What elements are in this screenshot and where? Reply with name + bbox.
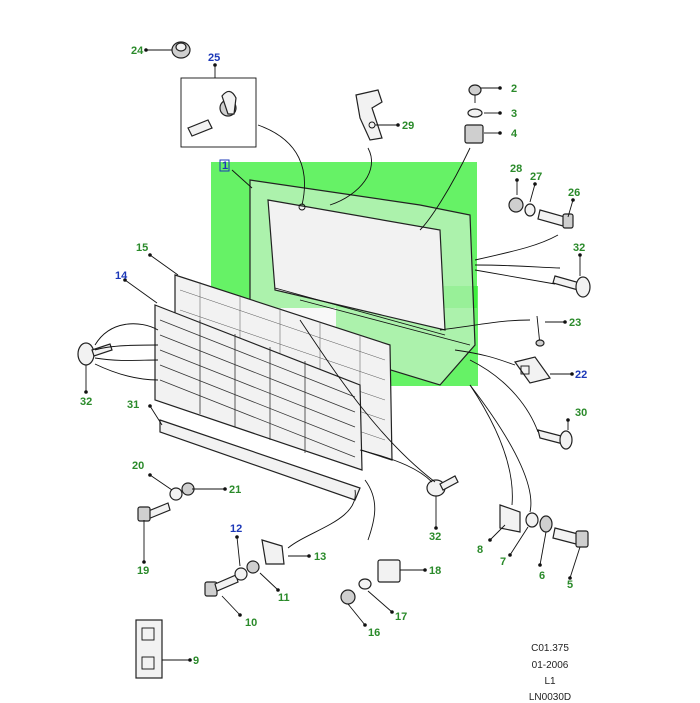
callout-17[interactable]: 17	[395, 611, 407, 623]
push-rivet-left[interactable]	[77, 342, 113, 366]
callout-15[interactable]: 15	[136, 242, 148, 254]
callout-13[interactable]: 13	[314, 551, 326, 563]
callout-3[interactable]: 3	[511, 108, 517, 120]
callout-9[interactable]: 9	[193, 655, 199, 667]
callout-18[interactable]: 18	[429, 565, 441, 577]
callout-19[interactable]: 19	[137, 565, 149, 577]
leader-dots	[84, 48, 582, 662]
lower-trim-strip[interactable]	[159, 419, 361, 501]
callout-24[interactable]: 24	[131, 45, 144, 57]
callout-6[interactable]: 6	[539, 570, 545, 582]
callout-22[interactable]: 22	[575, 369, 587, 381]
callout-29[interactable]: 29	[402, 120, 414, 132]
callout-20[interactable]: 20	[132, 460, 144, 472]
callout-16[interactable]: 16	[368, 627, 380, 639]
callout-21[interactable]: 21	[229, 484, 241, 496]
bolt-clip-center[interactable]	[204, 539, 285, 597]
lock-kit-box[interactable]	[180, 77, 257, 148]
callout-1-box	[219, 159, 230, 172]
callout-28[interactable]: 28	[510, 163, 522, 175]
callout-32-lower[interactable]: 32	[429, 531, 441, 543]
screw-washer-nut-center[interactable]	[340, 559, 401, 605]
callout-10[interactable]: 10	[245, 617, 257, 629]
callout-27[interactable]: 27	[530, 171, 542, 183]
screw-washer-clip-stack[interactable]	[464, 84, 484, 144]
grommet[interactable]	[171, 41, 191, 59]
stud-pin[interactable]	[537, 429, 573, 450]
callout-31[interactable]: 31	[127, 399, 139, 411]
mounting-bracket[interactable]	[513, 356, 552, 384]
bolt-washer-nut-right[interactable]	[508, 197, 574, 229]
callout-32-left[interactable]: 32	[80, 396, 92, 408]
leader-lines	[85, 49, 581, 661]
callout-25[interactable]: 25	[208, 52, 220, 64]
push-rivet-upper[interactable]	[552, 275, 591, 298]
callout-32-right[interactable]: 32	[573, 242, 585, 254]
reference-code: C01.375	[531, 643, 569, 654]
callout-12[interactable]: 12	[230, 523, 242, 535]
callout-26[interactable]: 26	[568, 187, 580, 199]
grille-support-panel[interactable]	[249, 179, 476, 386]
louvered-grille[interactable]	[154, 304, 363, 471]
callout-4[interactable]: 4	[511, 128, 518, 140]
callout-1[interactable]: 1	[222, 160, 228, 172]
callout-7[interactable]: 7	[500, 556, 506, 568]
spacer-plate[interactable]	[135, 619, 163, 679]
callout-14[interactable]: 14	[115, 270, 128, 282]
callout-2[interactable]: 2	[511, 83, 517, 95]
reference-drawing: LN0030D	[528, 692, 572, 703]
reference-level: L1	[544, 676, 556, 687]
latch-bracket[interactable]	[355, 89, 383, 141]
callout-11[interactable]: 11	[278, 592, 290, 604]
rivet[interactable]	[535, 315, 545, 347]
callout-labels: 1 2 3 4 5 6 7 8 9 10 11 12 13 14 15 16 1…	[80, 45, 587, 667]
callout-30[interactable]: 30	[575, 407, 587, 419]
bolt-washer-left[interactable]	[137, 482, 195, 522]
callout-23[interactable]: 23	[569, 317, 581, 329]
callout-5[interactable]: 5	[567, 579, 573, 591]
reference-date: 01-2006	[531, 660, 569, 671]
callout-8[interactable]: 8	[477, 544, 483, 556]
